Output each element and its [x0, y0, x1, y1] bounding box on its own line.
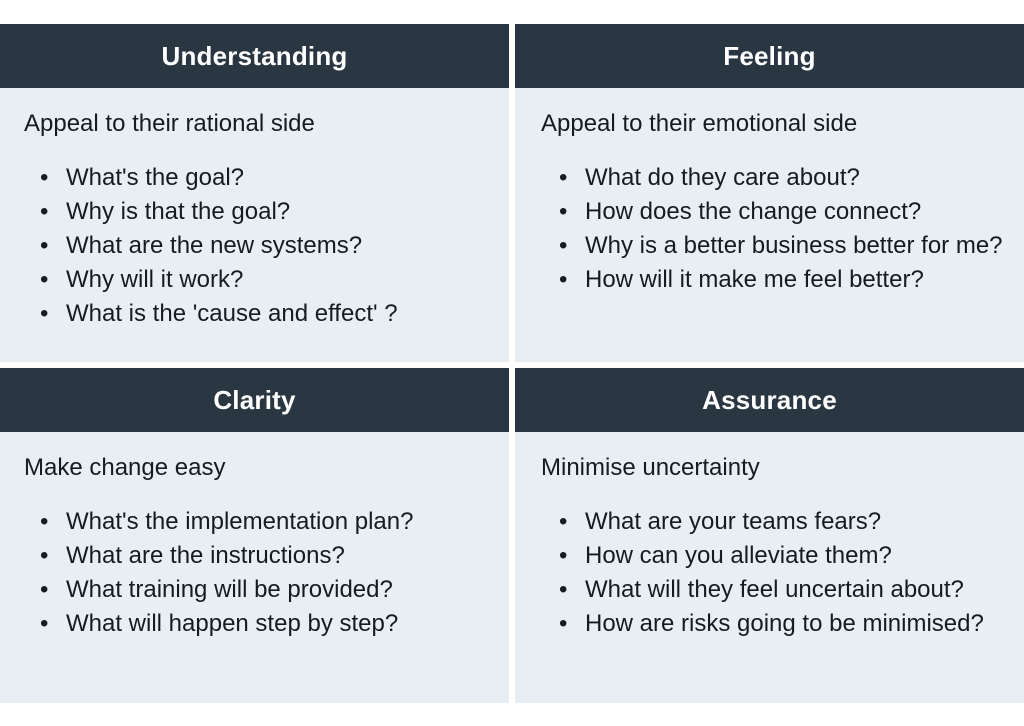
quadrant-list-clarity: • What's the implementation plan? • What…	[24, 505, 491, 641]
bullet-icon: •	[40, 265, 49, 293]
quadrant-feeling: Feeling Appeal to their emotional side •…	[515, 24, 1024, 362]
list-item: • How can you alleviate them?	[541, 539, 1006, 573]
bullet-icon: •	[559, 575, 568, 603]
list-item-label: How are risks going to be minimised?	[585, 609, 984, 637]
quadrant-body-clarity: Make change easy • What's the implementa…	[0, 432, 509, 703]
list-item-label: What will happen step by step?	[66, 609, 399, 637]
list-item: • What's the goal?	[24, 161, 491, 195]
list-item: • How are risks going to be minimised?	[541, 607, 1006, 641]
bullet-icon: •	[559, 163, 568, 191]
quadrant-row-top: Understanding Appeal to their rational s…	[0, 24, 1024, 362]
bullet-icon: •	[40, 575, 49, 603]
list-item-label: Why is that the goal?	[66, 197, 291, 225]
list-item-label: What will they feel uncertain about?	[585, 575, 964, 603]
bullet-icon: •	[559, 507, 568, 535]
bullet-icon: •	[559, 609, 568, 637]
quadrant-list-understanding: • What's the goal? • Why is that the goa…	[24, 161, 491, 331]
bullet-icon: •	[40, 231, 49, 259]
list-item: • Why will it work?	[24, 263, 491, 297]
quadrant-header-feeling: Feeling	[515, 24, 1024, 88]
list-item: • What are the instructions?	[24, 539, 491, 573]
quadrant-list-feeling: • What do they care about? • How does th…	[541, 161, 1006, 297]
quadrant-intro: Make change easy	[24, 454, 226, 481]
bullet-icon: •	[559, 541, 568, 569]
list-item-label: What's the implementation plan?	[66, 507, 414, 535]
bullet-icon: •	[559, 197, 568, 225]
quadrant-title: Assurance	[702, 385, 837, 415]
list-item-label: What are the instructions?	[66, 541, 345, 569]
list-item: • Why is a better business better for me…	[541, 229, 1006, 263]
list-item: • Why is that the goal?	[24, 195, 491, 229]
quadrant-assurance: Assurance Minimise uncertainty • What ar…	[515, 368, 1024, 703]
list-item-label: What are your teams fears?	[585, 507, 882, 535]
list-item: • What is the 'cause and effect' ?	[24, 297, 491, 331]
list-item: • What will happen step by step?	[24, 607, 491, 641]
bullet-icon: •	[559, 231, 568, 259]
list-item-label: Why is a better business better for me?	[585, 231, 1003, 259]
list-item: • How will it make me feel better?	[541, 263, 1006, 297]
quadrant-list-assurance: • What are your teams fears? • How can y…	[541, 505, 1006, 641]
list-item-label: Why will it work?	[66, 265, 244, 293]
list-item: • What will they feel uncertain about?	[541, 573, 1006, 607]
list-item-label: How can you alleviate them?	[585, 541, 892, 569]
quadrant-row-bottom: Clarity Make change easy • What's the im…	[0, 368, 1024, 703]
list-item: • What are the new systems?	[24, 229, 491, 263]
list-item: • What do they care about?	[541, 161, 1006, 195]
list-item-label: What training will be provided?	[66, 575, 393, 603]
list-item: • What training will be provided?	[24, 573, 491, 607]
list-item: • How does the change connect?	[541, 195, 1006, 229]
quadrant-header-assurance: Assurance	[515, 368, 1024, 432]
list-item: • What are your teams fears?	[541, 505, 1006, 539]
quadrant-clarity: Clarity Make change easy • What's the im…	[0, 368, 509, 703]
quadrant-body-feeling: Appeal to their emotional side • What do…	[515, 88, 1024, 362]
list-item-label: What do they care about?	[585, 163, 860, 191]
bullet-icon: •	[559, 265, 568, 293]
quadrant-understanding: Understanding Appeal to their rational s…	[0, 24, 509, 362]
list-item-label: What is the 'cause and effect' ?	[66, 299, 398, 327]
bullet-icon: •	[40, 507, 49, 535]
bullet-icon: •	[40, 197, 49, 225]
quadrant-title: Clarity	[213, 385, 296, 415]
bullet-icon: •	[40, 163, 49, 191]
quadrant-title: Understanding	[161, 41, 348, 71]
bullet-icon: •	[40, 541, 49, 569]
quadrant-intro: Minimise uncertainty	[541, 454, 760, 481]
quadrant-body-assurance: Minimise uncertainty • What are your tea…	[515, 432, 1024, 703]
list-item: • What's the implementation plan?	[24, 505, 491, 539]
list-item-label: How will it make me feel better?	[585, 265, 924, 293]
list-item-label: What's the goal?	[66, 163, 245, 191]
quadrant-intro: Appeal to their emotional side	[541, 110, 858, 137]
bullet-icon: •	[40, 609, 49, 637]
quadrant-header-clarity: Clarity	[0, 368, 509, 432]
bullet-icon: •	[40, 299, 49, 327]
list-item-label: How does the change connect?	[585, 197, 922, 225]
quadrant-title: Feeling	[723, 41, 816, 71]
quadrant-header-understanding: Understanding	[0, 24, 509, 88]
list-item-label: What are the new systems?	[66, 231, 363, 259]
quadrant-body-understanding: Appeal to their rational side • What's t…	[0, 88, 509, 362]
quadrant-intro: Appeal to their rational side	[24, 110, 315, 137]
